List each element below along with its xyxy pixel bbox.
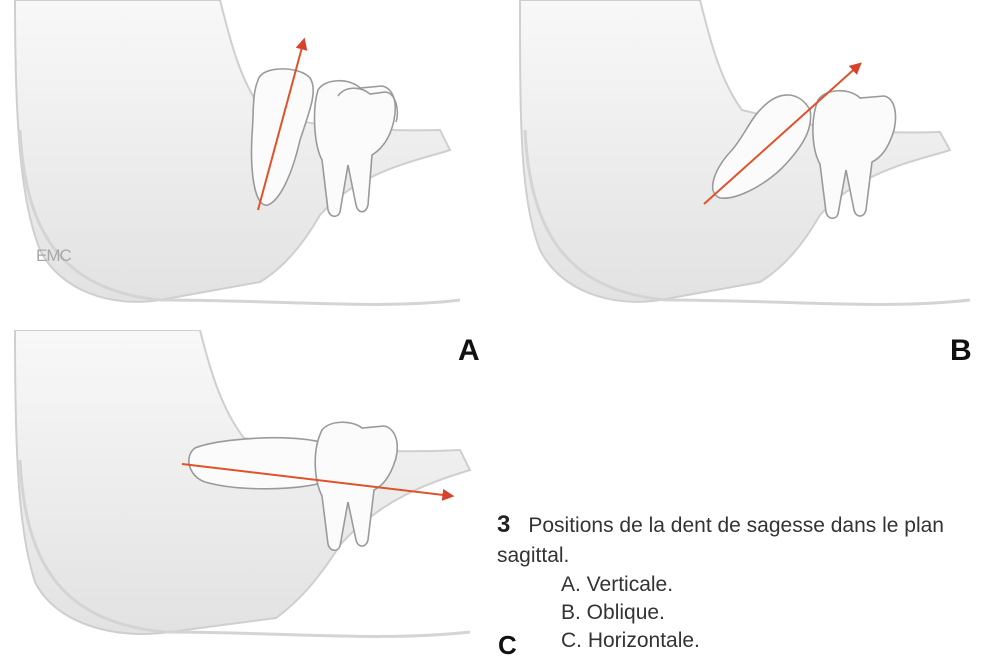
caption-item-horizontal: C. Horizontale. [561,627,977,655]
caption-text: Positions de la dent de sagesse dans le … [497,514,944,567]
wisdom-tooth-c [189,438,336,489]
jaw-illustration-b [500,0,988,330]
caption-item-list: A. Verticale. B. Oblique. C. Horizontale… [497,571,977,655]
panel-a-illustration [0,0,500,330]
caption-item-oblique: B. Oblique. [561,599,977,627]
panel-c-illustration [0,330,500,662]
panel-label-a: A [458,334,480,368]
mandible-bone [15,0,450,302]
panel-label-b: B [950,334,972,368]
jaw-illustration-a [0,0,500,330]
jaw-illustration-c [0,330,500,662]
emc-watermark: EMC [36,246,71,266]
panel-b-illustration [500,0,988,330]
caption-item-vertical: A. Verticale. [561,571,977,599]
figure-number: 3 [497,511,510,538]
